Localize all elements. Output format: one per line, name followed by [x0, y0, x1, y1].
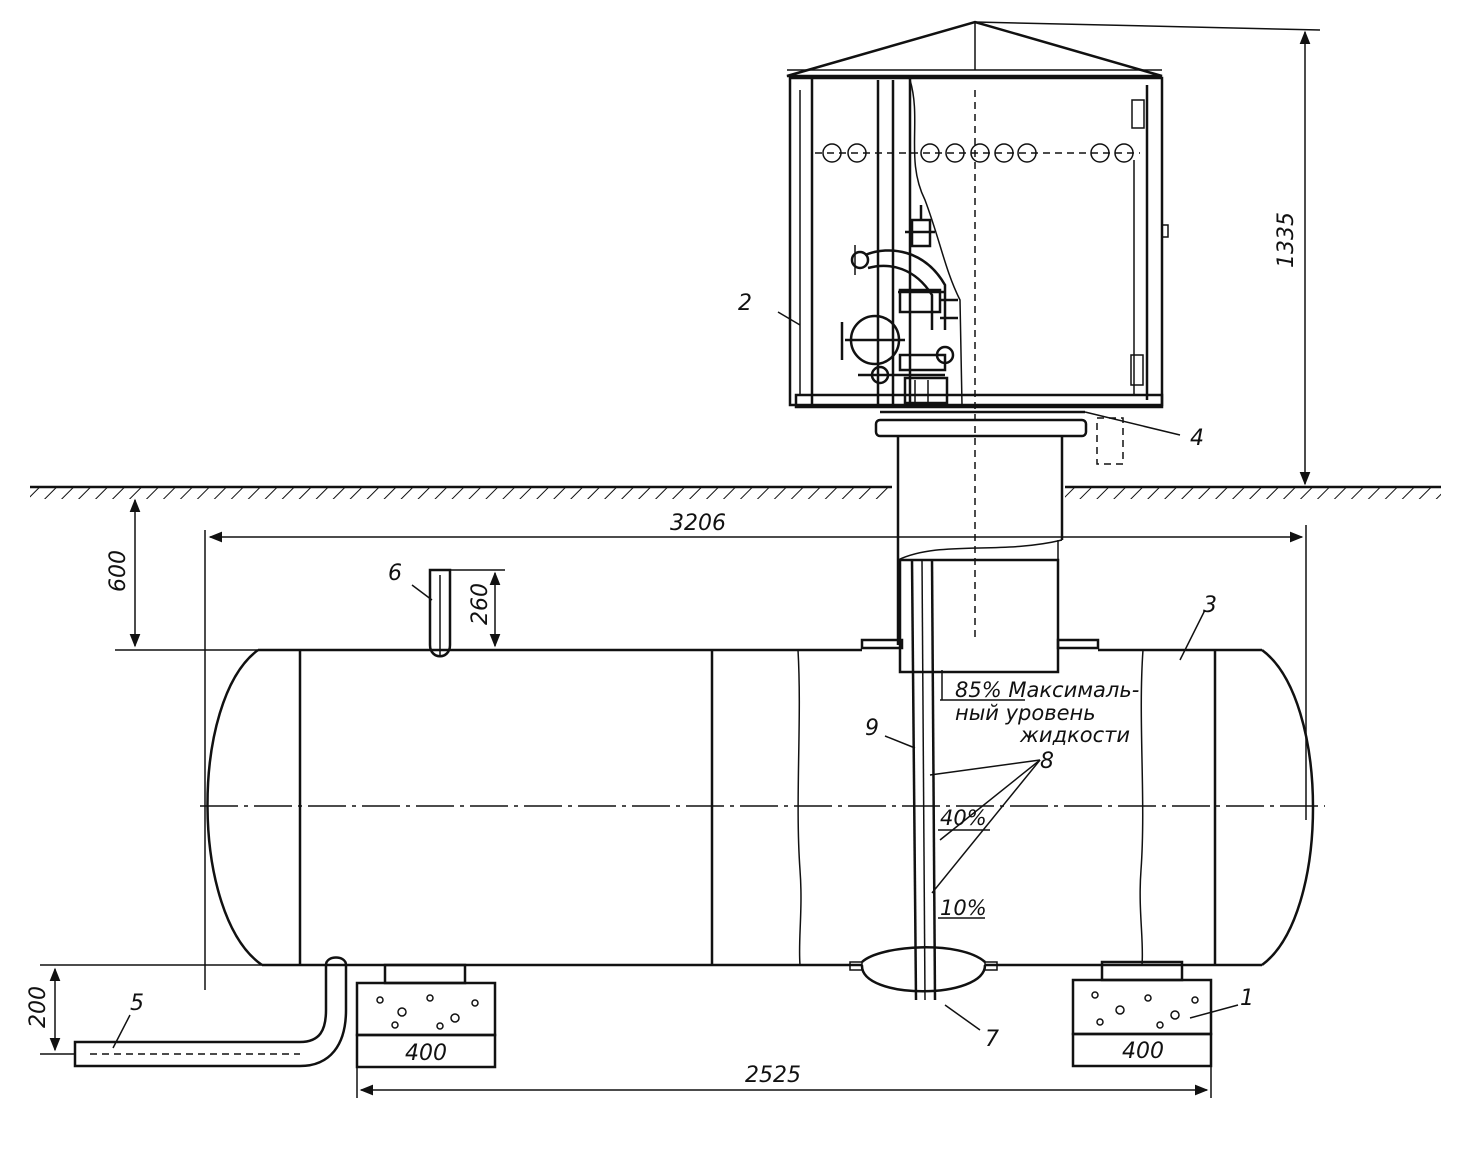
supports	[355, 960, 1213, 1069]
level-tube	[910, 559, 990, 1001]
callout-9: 9	[865, 716, 879, 741]
dim-support-width-right: 400	[1122, 1039, 1164, 1064]
callout-1: 1	[1240, 986, 1254, 1011]
dimension-lines	[40, 21, 1321, 1098]
dim-support-spacing: 2525	[745, 1063, 801, 1088]
dim-pipe-height: 260	[468, 583, 493, 625]
dim-tank-length: 3206	[670, 511, 726, 536]
callout-8: 8	[1040, 749, 1054, 774]
callout-4: 4	[1190, 426, 1204, 451]
tank-body	[200, 648, 1325, 967]
level-max-line1: 85% Максималь-	[955, 678, 1139, 702]
callout-6: 6	[388, 561, 402, 586]
callout-2: 2	[738, 291, 752, 316]
dim-drain-height: 200	[26, 986, 51, 1028]
bolt-holes	[815, 143, 1140, 163]
level-low: 10%	[940, 896, 987, 920]
dim-height-total: 1335	[1274, 212, 1299, 268]
drain-sump	[849, 946, 998, 993]
fill-pipe	[428, 568, 452, 658]
level-max-line2: ный уровень	[955, 701, 1096, 725]
dim-depth: 600	[106, 550, 131, 592]
valve-cabinet	[786, 20, 1169, 640]
callout-5: 5	[130, 991, 144, 1016]
valve-assembly	[840, 205, 958, 405]
level-max-line3: жидкости	[1019, 723, 1130, 747]
ground-surface	[30, 485, 1441, 499]
level-mid: 40%	[940, 806, 987, 830]
tank-neck	[860, 436, 1100, 674]
drain-pipe	[73, 956, 348, 1068]
callout-7: 7	[985, 1027, 999, 1052]
dim-support-width-left: 400	[405, 1041, 447, 1066]
callout-3: 3	[1203, 593, 1217, 618]
